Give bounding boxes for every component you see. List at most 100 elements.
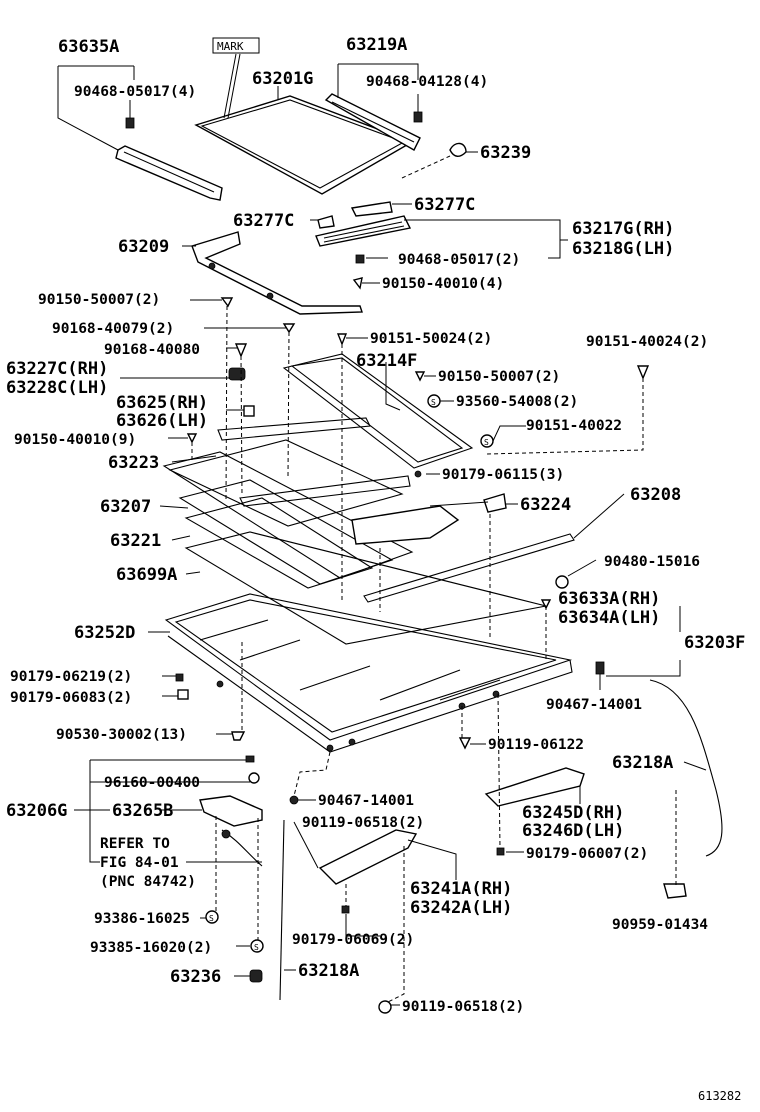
label-90150-50007-2b: 90150-50007(2) [438, 369, 560, 385]
part-63635A-rail [115, 117, 223, 201]
part-63224-drive [351, 493, 507, 545]
label-93560-54008-2: 93560-54008(2) [456, 394, 578, 410]
label-90959-01434: 90959-01434 [612, 917, 708, 933]
clip-90179-06007 [496, 847, 505, 856]
clip-90179-06069 [341, 905, 350, 914]
label-90480-15016: 90480-15016 [604, 554, 700, 570]
label-63236: 63236 [170, 967, 221, 987]
label-63206G: 63206G [6, 801, 67, 821]
part-63208-rail [363, 533, 575, 603]
part-96160-00400-a [245, 755, 255, 763]
label-90150-40010-4: 90150-40010(4) [382, 276, 504, 292]
part-63252D-frame [164, 593, 573, 753]
label-63218A-b: 63218A [298, 961, 359, 981]
part-63207-rails [162, 417, 414, 589]
part-63236 [249, 969, 263, 983]
label-63218A-a: 63218A [612, 753, 673, 773]
part-90467-14001-b [289, 795, 299, 805]
part-90468-05017-clip [355, 254, 365, 264]
part-96160-00400 [248, 772, 260, 784]
clip-90179-06219 [175, 673, 184, 682]
label-90119-06122: 90119-06122 [488, 737, 584, 753]
label-90467-14001-b: 90467-14001 [318, 793, 414, 809]
svg-text:S: S [254, 943, 259, 952]
label-63245D: 63245D(RH) [522, 803, 624, 823]
svg-text:S: S [431, 398, 436, 407]
refer-line2: FIG 84-01 [100, 855, 179, 871]
label-63625: 63625(RH) [116, 393, 208, 413]
label-63218G: 63218G(LH) [572, 239, 674, 259]
part-63214F-housing [168, 353, 474, 527]
part-63209-arm [191, 231, 363, 315]
label-63242A: 63242A(LH) [410, 898, 512, 918]
label-63634A: 63634A(LH) [558, 608, 660, 628]
part-90959-01434 [663, 883, 687, 899]
label-63246D: 63246D(LH) [522, 821, 624, 841]
label-90179-06219-2: 90179-06219(2) [10, 669, 132, 685]
label-63214F: 63214F [356, 351, 417, 371]
refer-line3: (PNC 84742) [100, 874, 196, 890]
figure-number: 613282 [698, 1089, 741, 1103]
clip-90530-30002 [231, 731, 246, 741]
label-90150-40010-9: 90150-40010(9) [14, 432, 136, 448]
label-90151-50024-2: 90151-50024(2) [370, 331, 492, 347]
label-63635A: 63635A [58, 37, 119, 57]
label-63224: 63224 [520, 495, 571, 515]
label-63252D: 63252D [74, 623, 135, 643]
washer-93386 [205, 910, 219, 924]
part-90467-14001-a [595, 661, 605, 675]
part-63241A-bracket [318, 829, 418, 885]
label-90468-05017-4: 90468-05017(4) [74, 84, 196, 100]
screw-90119-06122 [458, 737, 472, 750]
label-90467-14001-a: 90467-14001 [546, 697, 642, 713]
label-90168-40080: 90168-40080 [104, 342, 200, 358]
washer-93385 [250, 939, 264, 953]
part-63218A-hose-right [649, 679, 723, 857]
screw-90151-50024 [336, 333, 348, 346]
label-90151-40024-2: 90151-40024(2) [586, 334, 708, 350]
screw-90150-50007-b [414, 371, 426, 382]
clip-90179-06083 [177, 689, 189, 700]
part-63201G-glass [194, 95, 414, 195]
label-93386-16025: 93386-16025 [94, 911, 190, 927]
label-63265B: 63265B [112, 801, 173, 821]
mark-label: MARK [217, 40, 244, 53]
label-63239: 63239 [480, 143, 531, 163]
part-90480-15016 [555, 575, 569, 589]
label-90151-40022: 90151-40022 [526, 418, 622, 434]
label-90179-06007-2: 90179-06007(2) [526, 846, 648, 862]
screw-90168-40079 [282, 323, 296, 334]
label-63699A: 63699A [116, 565, 177, 585]
part-63239-clip [449, 142, 467, 157]
label-93385-16020-2: 93385-16020(2) [90, 940, 212, 956]
screw-90150-50007 [220, 297, 234, 308]
label-90179-06069-2: 90179-06069(2) [292, 932, 414, 948]
part-63219A-deflector [324, 93, 423, 151]
mark-box [212, 37, 260, 54]
part-63265B-motor [199, 795, 263, 867]
label-63201G: 63201G [252, 69, 313, 89]
label-96160-00400: 96160-00400 [104, 775, 200, 791]
svg-text:S: S [209, 914, 214, 923]
leader-63239 [401, 155, 451, 179]
label-90168-40079-2: 90168-40079(2) [52, 321, 174, 337]
svg-text:S: S [484, 438, 489, 447]
leader-lines [57, 53, 707, 1006]
part-63277C-a [317, 215, 335, 229]
part-63277C-b [350, 201, 393, 217]
label-63223: 63223 [108, 453, 159, 473]
screw-90151-40024 [636, 365, 650, 380]
label-63209: 63209 [118, 237, 169, 257]
part-63245D-bracket [484, 767, 585, 807]
label-63208: 63208 [630, 485, 681, 505]
label-63203F: 63203F [684, 633, 745, 653]
label-63241A: 63241A(RH) [410, 879, 512, 899]
label-63626: 63626(LH) [116, 411, 208, 431]
label-63217G: 63217G(RH) [572, 219, 674, 239]
label-90119-06518-2b: 90119-06518(2) [402, 999, 524, 1015]
part-63625 [243, 405, 255, 417]
label-63219A: 63219A [346, 35, 407, 55]
screw-90150-40010-9 [186, 433, 198, 444]
label-90468-05017-2: 90468-05017(2) [398, 252, 520, 268]
